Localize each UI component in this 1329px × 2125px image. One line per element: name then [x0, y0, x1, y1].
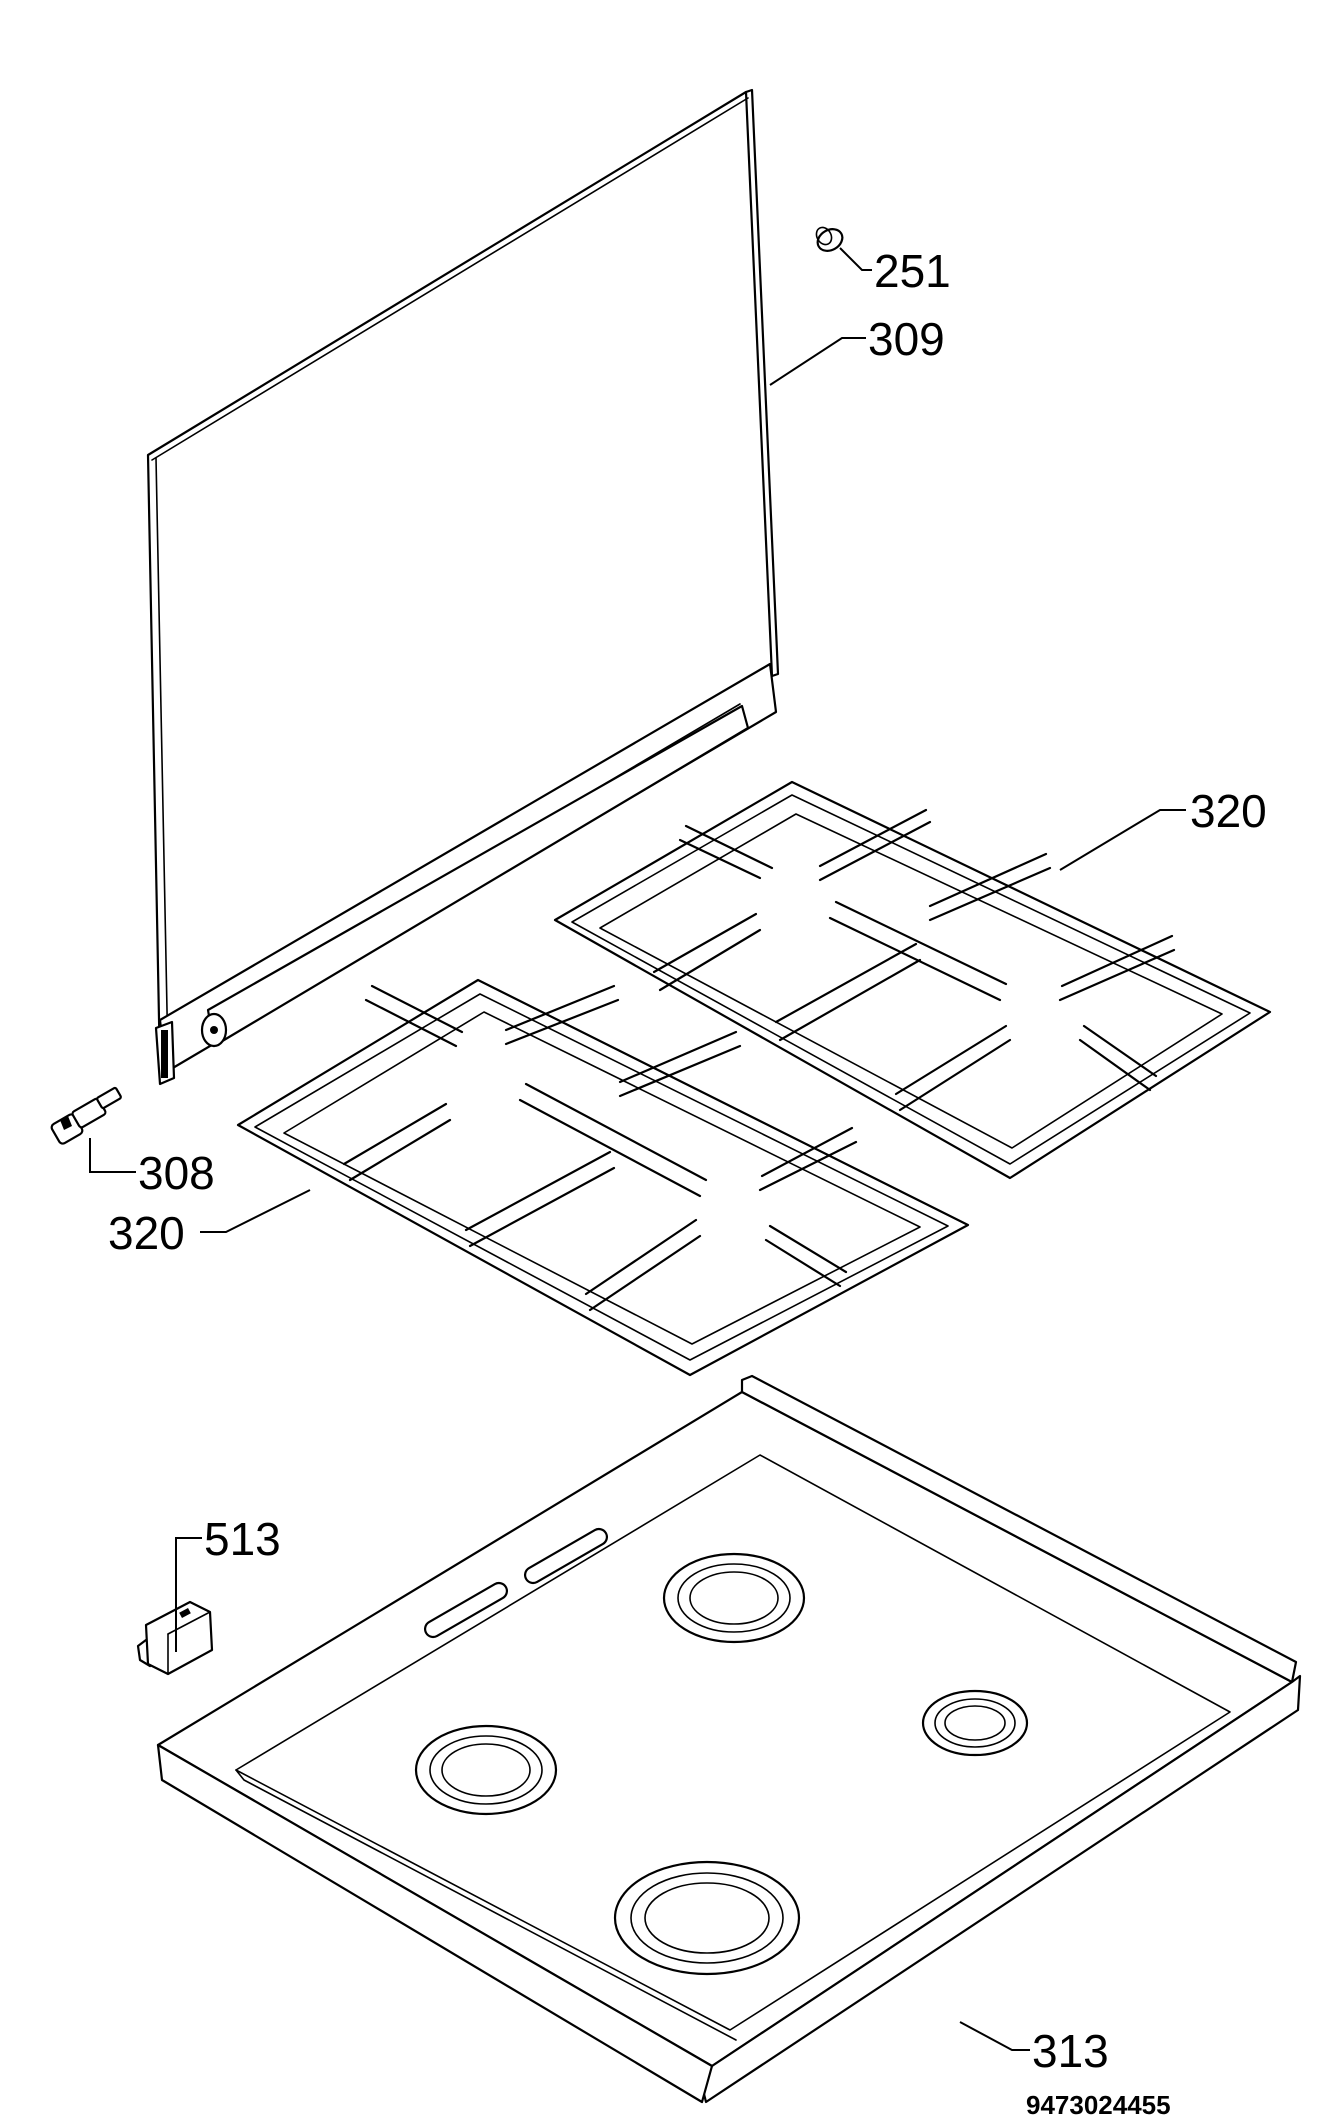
document-code: 9473024455 [1026, 2090, 1171, 2120]
control-knob-513 [136, 1600, 214, 1676]
pan-support-grate-rear [553, 780, 1272, 1180]
part-number-513: 513 [204, 1513, 281, 1565]
leader-lines [89, 247, 1186, 2051]
part-labels: 251 309 320 308 320 513 313 9473024455 [108, 245, 1267, 2120]
part-number-320-front: 320 [108, 1207, 185, 1259]
part-number-320-rear: 320 [1190, 785, 1267, 837]
cap-251 [815, 226, 844, 252]
part-number-251: 251 [874, 245, 951, 297]
glass-lid-309 [146, 88, 780, 1086]
injector-308 [50, 1086, 122, 1145]
part-number-308: 308 [138, 1147, 215, 1199]
hob-top-313 [156, 1374, 1302, 2104]
pan-support-grate-front [236, 978, 970, 1377]
part-number-309: 309 [868, 313, 945, 365]
part-number-313: 313 [1032, 2025, 1109, 2077]
